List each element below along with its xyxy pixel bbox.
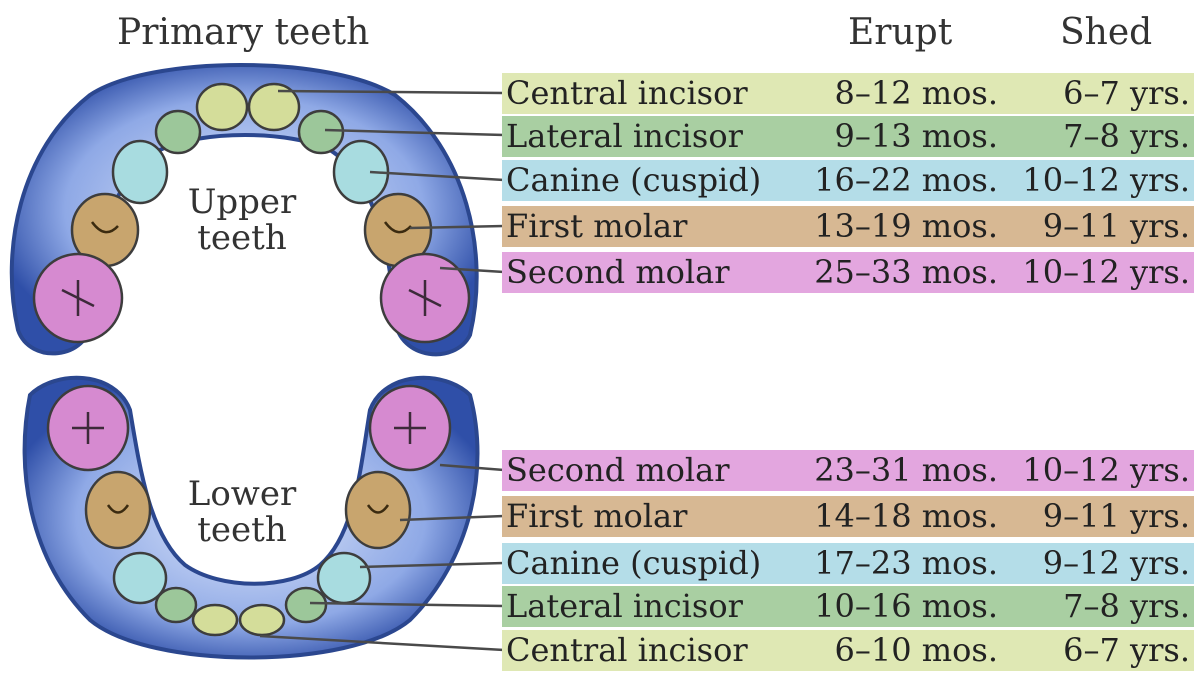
upper-label-line2: teeth — [172, 220, 312, 256]
shed-age: 9–11 yrs. — [1043, 206, 1190, 247]
erupt-age: 9–13 mos. — [835, 116, 998, 157]
tooth-name: Second molar — [506, 252, 730, 293]
upper-row-first-molar: First molar 13–19 mos. 9–11 yrs. — [502, 206, 1194, 247]
erupt-age: 10–16 mos. — [814, 586, 998, 627]
tooth-lower-central-incisor-left — [193, 605, 237, 635]
erupt-age: 6–10 mos. — [835, 630, 998, 671]
tooth-name: Central incisor — [506, 630, 748, 671]
tooth-lower-first-molar-left — [86, 472, 150, 548]
upper-row-lateral-incisor: Lateral incisor 9–13 mos. 7–8 yrs. — [502, 116, 1194, 157]
shed-age: 7–8 yrs. — [1063, 586, 1190, 627]
lower-row-canine: Canine (cuspid) 17–23 mos. 9–12 yrs. — [502, 543, 1194, 584]
erupt-age: 14–18 mos. — [814, 496, 998, 537]
shed-age: 9–12 yrs. — [1043, 543, 1190, 584]
shed-column-header: Shed — [1060, 12, 1152, 53]
erupt-column-header: Erupt — [848, 12, 952, 53]
tooth-name: First molar — [506, 496, 687, 537]
diagram-title: Primary teeth — [117, 12, 369, 53]
tooth-name: Lateral incisor — [506, 116, 743, 157]
tooth-name: Canine (cuspid) — [506, 160, 761, 201]
tooth-lower-central-incisor-right — [240, 605, 284, 635]
tooth-name: Second molar — [506, 450, 730, 491]
shed-age: 9–11 yrs. — [1043, 496, 1190, 537]
tooth-lower-lateral-incisor-right — [286, 588, 326, 622]
lower-label-line2: teeth — [172, 512, 312, 548]
tooth-name: Canine (cuspid) — [506, 543, 761, 584]
shed-age: 10–12 yrs. — [1022, 160, 1190, 201]
tooth-upper-canine-left — [113, 141, 167, 203]
erupt-age: 13–19 mos. — [814, 206, 998, 247]
tooth-name: Central incisor — [506, 73, 748, 114]
lower-row-lateral-incisor: Lateral incisor 10–16 mos. 7–8 yrs. — [502, 586, 1194, 627]
tooth-name: Lateral incisor — [506, 586, 743, 627]
upper-teeth-label: Upper teeth — [172, 184, 312, 256]
erupt-age: 23–31 mos. — [814, 450, 998, 491]
upper-row-canine: Canine (cuspid) 16–22 mos. 10–12 yrs. — [502, 160, 1194, 201]
lower-row-second-molar: Second molar 23–31 mos. 10–12 yrs. — [502, 450, 1194, 491]
lower-label-line1: Lower — [172, 476, 312, 512]
erupt-age: 25–33 mos. — [814, 252, 998, 293]
tooth-upper-central-incisor-left — [197, 84, 247, 130]
upper-row-central-incisor: Central incisor 8–12 mos. 6–7 yrs. — [502, 73, 1194, 114]
shed-age: 6–7 yrs. — [1063, 73, 1190, 114]
lower-row-central-incisor: Central incisor 6–10 mos. 6–7 yrs. — [502, 630, 1194, 671]
upper-label-line1: Upper — [172, 184, 312, 220]
shed-age: 6–7 yrs. — [1063, 630, 1190, 671]
lower-teeth-label: Lower teeth — [172, 476, 312, 548]
shed-age: 7–8 yrs. — [1063, 116, 1190, 157]
tooth-lower-first-molar-right — [346, 472, 410, 548]
lower-row-first-molar: First molar 14–18 mos. 9–11 yrs. — [502, 496, 1194, 537]
erupt-age: 16–22 mos. — [814, 160, 998, 201]
shed-age: 10–12 yrs. — [1022, 450, 1190, 491]
tooth-lower-canine-right — [318, 553, 370, 603]
erupt-age: 8–12 mos. — [835, 73, 998, 114]
tooth-lower-lateral-incisor-left — [156, 588, 196, 622]
erupt-age: 17–23 mos. — [814, 543, 998, 584]
shed-age: 10–12 yrs. — [1022, 252, 1190, 293]
tooth-upper-lateral-incisor-left — [156, 111, 200, 153]
tooth-upper-lateral-incisor-right — [299, 111, 343, 153]
upper-row-second-molar: Second molar 25–33 mos. 10–12 yrs. — [502, 252, 1194, 293]
tooth-name: First molar — [506, 206, 687, 247]
